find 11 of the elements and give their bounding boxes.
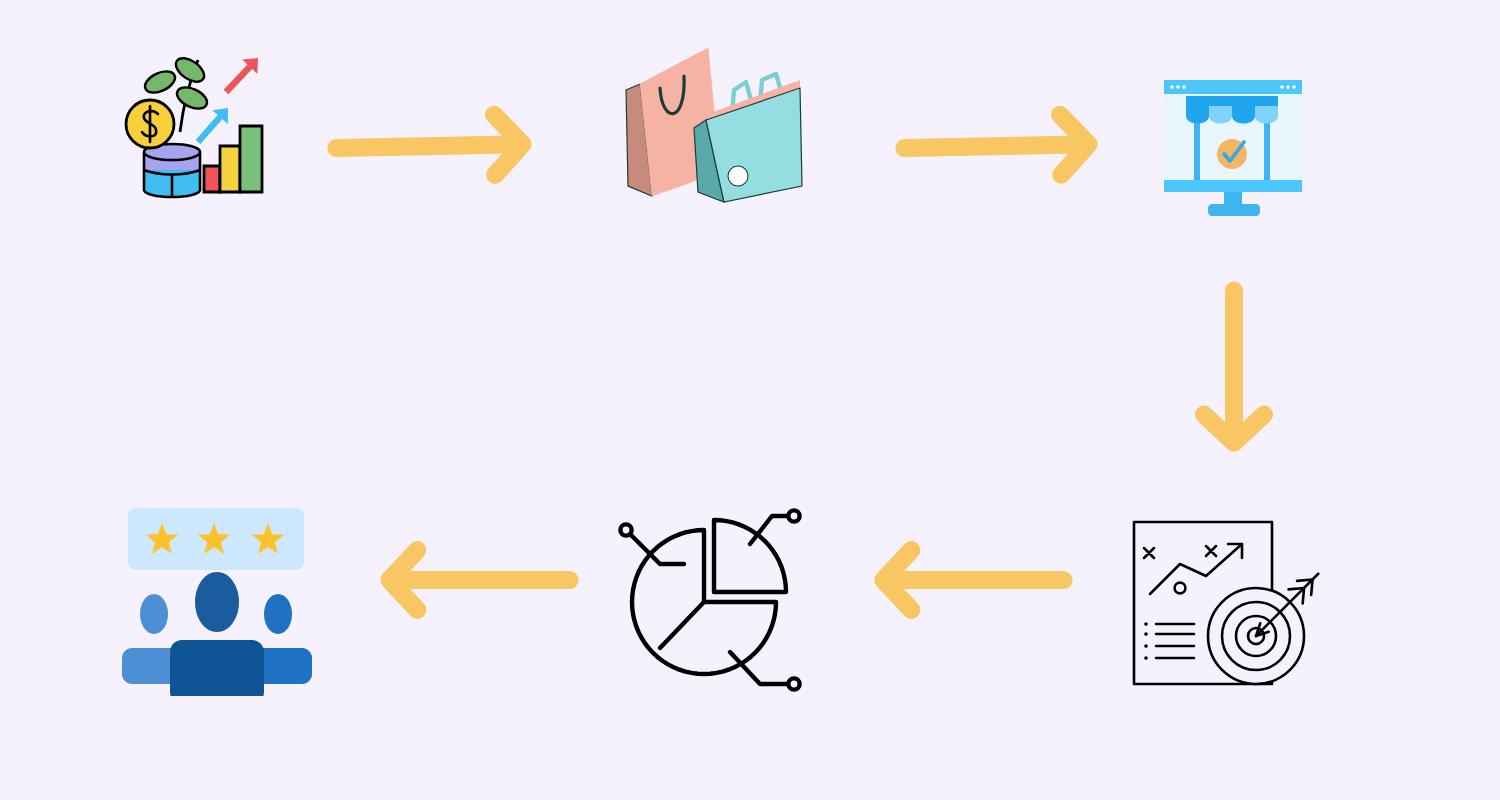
arrow bbox=[380, 541, 579, 619]
strategy-target-icon bbox=[1132, 520, 1320, 686]
shopping-bags-icon bbox=[625, 47, 803, 203]
arrow bbox=[874, 541, 1073, 619]
pie-chart-icon bbox=[618, 508, 802, 692]
arrow bbox=[327, 105, 532, 184]
arrow bbox=[1195, 281, 1273, 452]
customer-rating-icon bbox=[122, 508, 312, 704]
online-store-icon bbox=[1164, 80, 1302, 216]
arrow bbox=[895, 105, 1098, 184]
growth-chart-icon bbox=[124, 57, 264, 199]
